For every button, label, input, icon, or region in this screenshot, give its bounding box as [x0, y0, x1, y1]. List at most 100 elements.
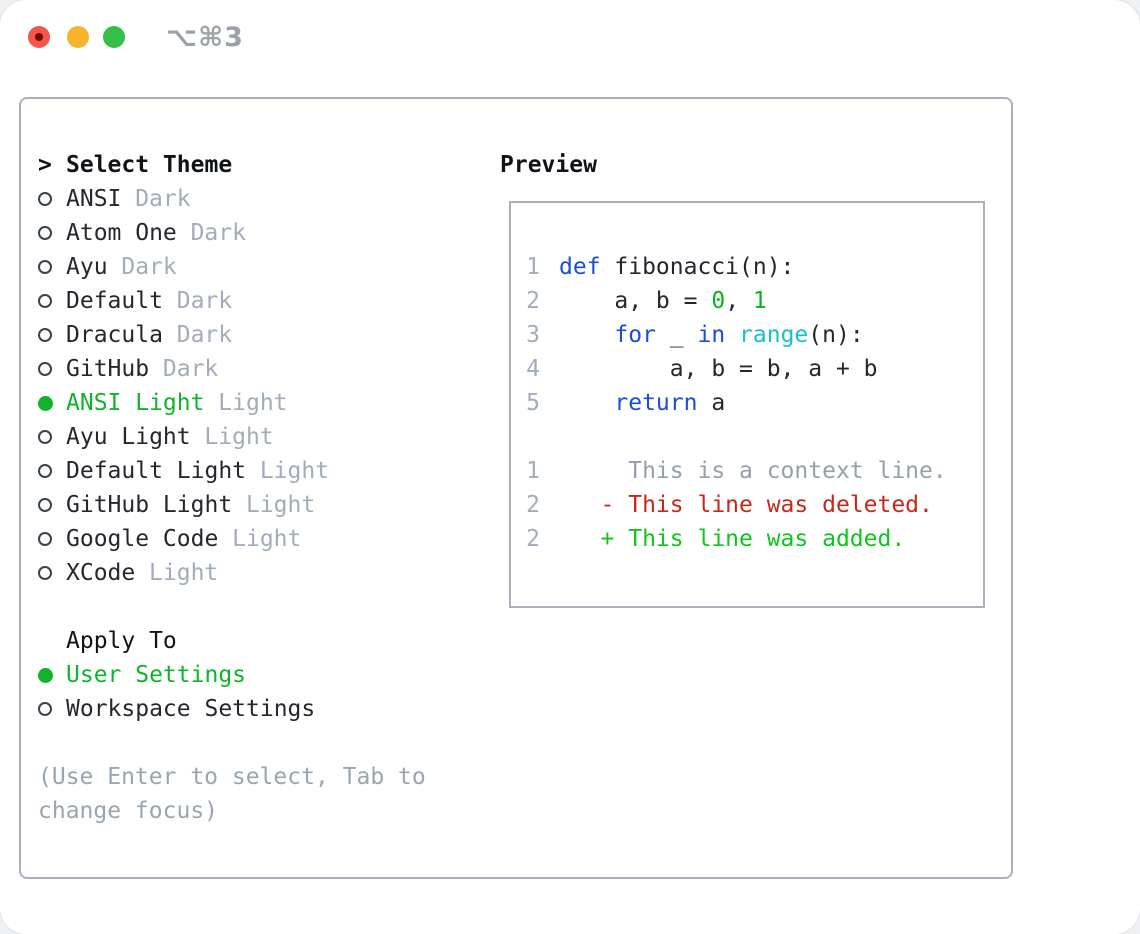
radio-icon	[38, 464, 52, 478]
apply-option-label: User Settings	[66, 662, 247, 688]
diff-text: This is a context line.	[559, 458, 947, 484]
line-number: 1	[526, 254, 540, 280]
hint-text: (Use Enter to select, Tab to change focu…	[38, 764, 426, 824]
radio-icon	[38, 702, 52, 716]
radio-icon	[38, 260, 52, 274]
token-plain	[559, 390, 614, 416]
theme-tag: Dark	[121, 254, 177, 280]
theme-option-default[interactable]: Default Dark	[38, 284, 478, 318]
theme-name: Dracula	[66, 322, 163, 348]
radio-icon	[38, 430, 52, 444]
token-plain	[559, 322, 614, 348]
apply-option-user-settings[interactable]: User Settings	[38, 658, 478, 692]
theme-name: GitHub	[66, 356, 150, 382]
token-plain: ,	[725, 288, 753, 314]
code-line: 4 a, b = b, a + b	[524, 352, 983, 386]
spacer	[38, 590, 478, 624]
apply-option-workspace-settings[interactable]: Workspace Settings	[38, 692, 478, 726]
theme-tag: Light	[245, 492, 316, 518]
apply-to-title: Apply To	[66, 628, 177, 654]
line-number: 1	[526, 458, 540, 484]
code-text: a, b = 0, 1	[559, 288, 767, 314]
diff-line-added: 2 + This line was added.	[524, 522, 983, 556]
theme-name: ANSI	[66, 186, 122, 212]
theme-tag: Light	[204, 424, 274, 450]
spacer	[38, 726, 478, 760]
maximize-button[interactable]	[103, 26, 125, 48]
token-keyword: in	[697, 322, 726, 348]
preview-title: Preview	[500, 152, 597, 178]
theme-name: XCode	[66, 560, 136, 586]
theme-option-ayu[interactable]: Ayu Dark	[38, 250, 478, 284]
code-line: 5 return a	[524, 386, 983, 420]
token-plain: a	[697, 390, 726, 416]
code-line: 2 a, b = 0, 1	[524, 284, 983, 318]
theme-name: Default Light	[66, 458, 247, 484]
theme-option-default-light[interactable]: Default Light Light	[38, 454, 478, 488]
line-number: 2	[526, 492, 540, 518]
blank-line	[524, 420, 983, 454]
code-text: return a	[559, 390, 725, 416]
token-function: range	[739, 322, 809, 348]
diff-line-deleted: 2 - This line was deleted.	[524, 488, 983, 522]
diff-preview: 1 This is a context line.2 - This line w…	[524, 454, 983, 556]
theme-name: Ayu	[66, 254, 108, 280]
select-theme-header: > Select Theme	[38, 148, 478, 182]
radio-icon	[38, 328, 52, 342]
theme-tag: Dark	[176, 322, 233, 348]
radio-selected-icon	[38, 395, 53, 411]
theme-name: Default	[66, 288, 163, 314]
token-plain: (n):	[808, 322, 864, 348]
theme-tag: Light	[149, 560, 219, 586]
token-plain	[725, 322, 739, 348]
line-number: 3	[526, 322, 540, 348]
apply-to-header: Apply To	[38, 624, 478, 658]
theme-name: Atom One	[66, 220, 177, 246]
close-button[interactable]	[28, 26, 50, 48]
diff-line-context: 1 This is a context line.	[524, 454, 983, 488]
token-plain: a, b = b, a + b	[559, 356, 878, 382]
theme-option-github[interactable]: GitHub Dark	[38, 352, 478, 386]
theme-tag: Light	[259, 458, 330, 484]
radio-icon	[38, 532, 52, 546]
radio-icon	[38, 498, 52, 512]
theme-option-dracula[interactable]: Dracula Dark	[38, 318, 478, 352]
line-number: 5	[526, 390, 540, 416]
diff-text: - This line was deleted.	[559, 492, 933, 518]
code-line: 3 for _ in range(n):	[524, 318, 983, 352]
line-number: 2	[526, 526, 540, 552]
theme-name: Google Code	[66, 526, 219, 552]
theme-tag: Light	[232, 526, 302, 552]
diff-text: + This line was added.	[559, 526, 906, 552]
window-shortcut-label: ⌥⌘3	[166, 22, 244, 53]
token-keyword: for	[614, 322, 656, 348]
theme-name: ANSI Light	[66, 390, 205, 416]
token-number: 1	[752, 288, 767, 314]
radio-icon	[38, 566, 52, 580]
theme-tag: Dark	[135, 186, 191, 212]
minimize-button[interactable]	[67, 26, 89, 48]
token-plain: a, b =	[559, 288, 712, 314]
theme-tag: Dark	[162, 356, 219, 382]
theme-tag: Dark	[176, 288, 233, 314]
radio-icon	[38, 362, 52, 376]
radio-icon	[38, 294, 52, 308]
apply-option-label: Workspace Settings	[66, 696, 316, 722]
theme-option-google-code[interactable]: Google Code Light	[38, 522, 478, 556]
theme-option-xcode[interactable]: XCode Light	[38, 556, 478, 590]
select-theme-title: Select Theme	[66, 152, 233, 178]
window-titlebar: ⌥⌘3	[0, 0, 1140, 97]
theme-option-ansi[interactable]: ANSI Dark	[38, 182, 478, 216]
focus-prompt-icon: >	[38, 152, 52, 178]
close-button-dot	[35, 33, 43, 41]
token-number: 0	[711, 288, 726, 314]
